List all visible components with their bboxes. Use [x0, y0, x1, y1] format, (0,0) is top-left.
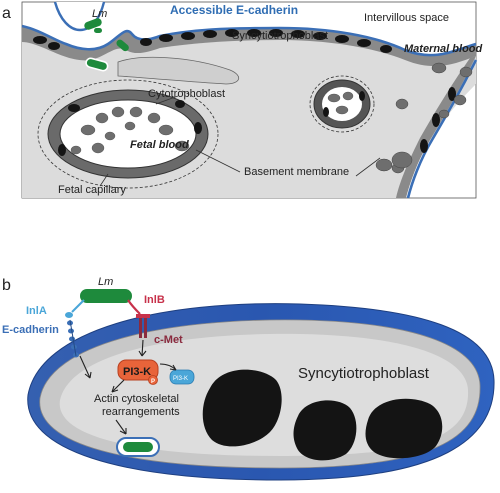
panel-b-label: b [2, 277, 11, 294]
cytotrophoblast-label: Cytotrophoblast [148, 88, 225, 100]
listeria-bacteria-a [84, 18, 129, 72]
listeria-internalized [123, 442, 153, 452]
inla-linker [71, 299, 85, 313]
stroma-cells [391, 151, 413, 169]
pi3k-enzyme [117, 359, 159, 381]
syncytio-nuclei [33, 29, 456, 153]
cmet-receptor [136, 314, 150, 338]
accessible-ecadherin-label: Accessible E-cadherin [170, 3, 298, 17]
lm-label-a: Lm [92, 8, 107, 20]
inla-protein [65, 312, 73, 318]
signaling-arrows [79, 339, 177, 435]
pointer-lines [99, 95, 381, 187]
phospho-label: P [151, 379, 155, 385]
syncytiotrophoblast-label-b: Syncytiotrophoblast [298, 365, 430, 382]
basement-membrane-label: Basement membrane [244, 166, 349, 178]
pi3k-label: PI3-K [123, 366, 151, 378]
panel-b: b Lm InlA InlB E-cadherin c-Met PI3-K P … [2, 276, 495, 481]
syncytio-nuclei-b [202, 369, 443, 461]
inlb-linker [127, 299, 141, 315]
cmet-label: c-Met [154, 334, 183, 346]
phospho-badge [148, 375, 158, 385]
fetal-blood-cells [70, 106, 190, 155]
cytotrophoblast-cell [117, 56, 239, 85]
actin-label-line2: rearrangements [102, 406, 180, 418]
panel-a: a Lm Accessible E-cadherin Intervillous … [2, 1, 483, 199]
fetal-blood-label: Fetal blood [130, 139, 189, 151]
fetal-capillary-label: Fetal capillary [58, 184, 126, 196]
panel-a-label: a [2, 5, 11, 22]
inla-label: InlA [26, 305, 47, 317]
intervillous-space-label: Intervillous space [364, 12, 449, 24]
pi3k-small-label: PI3-K [173, 376, 188, 382]
lm-label-b: Lm [98, 276, 113, 288]
endothelial-nuclei [58, 100, 202, 156]
ecadherin-label: E-cadherin [2, 324, 59, 336]
ecadherin-axis [69, 319, 77, 357]
pi3k-small [169, 369, 195, 385]
maternal-blood-label: Maternal blood [404, 43, 483, 55]
small-capillary [309, 75, 375, 133]
ecadherin-edge-line [406, 59, 478, 199]
listeria-surface-b [80, 289, 132, 303]
actin-label-line1: Actin cytoskeletal [94, 393, 179, 405]
inlb-label: InlB [144, 294, 165, 306]
syncytiotrophoblast-label-a: Syncytiotrophoblast [232, 30, 328, 42]
fetal-capillary [37, 79, 219, 189]
